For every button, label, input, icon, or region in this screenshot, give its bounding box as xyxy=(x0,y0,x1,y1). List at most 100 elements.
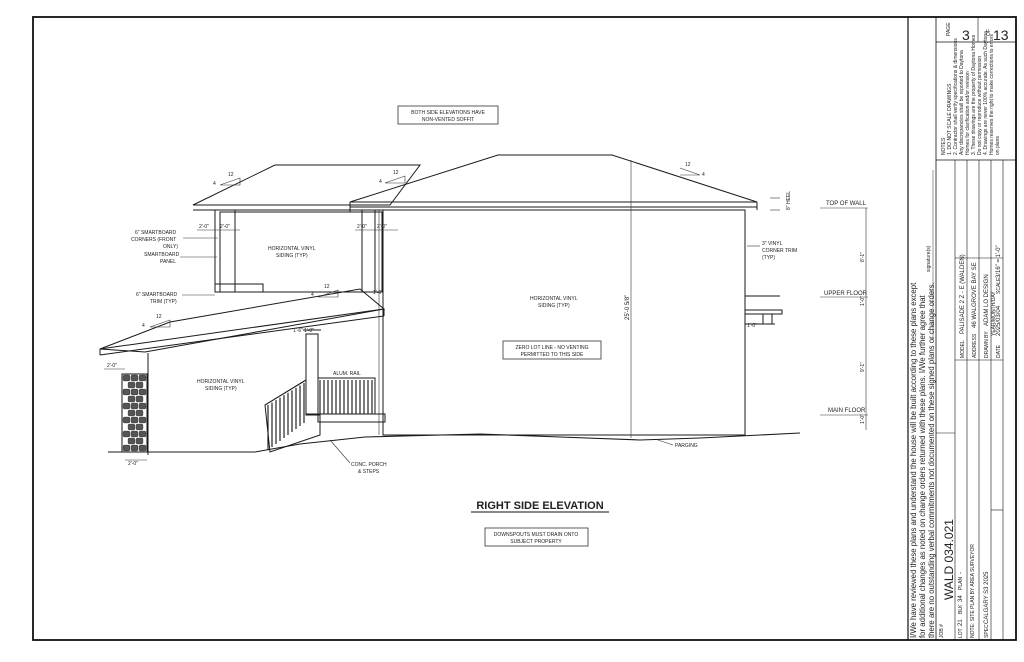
stone xyxy=(138,444,147,452)
svg-text:BOTH SIDE ELEVATIONS HAVE: BOTH SIDE ELEVATIONS HAVE xyxy=(411,110,485,116)
stone xyxy=(135,423,144,431)
svg-text:4: 4 xyxy=(379,179,382,185)
callout-vinyl-corner-3: (TYP) xyxy=(762,255,775,261)
callout-vinyl-corner-1: 3" VINYL xyxy=(762,241,783,247)
svg-text:4. Drawings are never 100% acc: 4. Drawings are never 100% accurate. As … xyxy=(983,31,989,155)
stone xyxy=(122,388,131,396)
site-note: NOTE: SITE PLAN BY AREA SURVEYOR xyxy=(970,544,976,638)
pitch-symbols: 4 12 4 12 4 12 4 12 4 12 xyxy=(142,162,705,329)
svg-text:2. Contractor shall verify spe: 2. Contractor shall verify specification… xyxy=(953,38,959,155)
stone xyxy=(127,395,136,403)
svg-text:3. These drawings are the prop: 3. These drawings are the property of Da… xyxy=(971,34,977,155)
svg-text:2'-0": 2'-0" xyxy=(199,224,209,230)
callout-alum-rail: ALUM. RAIL xyxy=(333,371,361,377)
svg-text:4: 4 xyxy=(311,292,314,298)
stone xyxy=(122,416,131,424)
scale-value: 3/16" = 1'-0" xyxy=(996,245,1002,278)
porch-roof xyxy=(99,288,386,353)
stone xyxy=(122,374,131,382)
callout-porch-2: & STEPS xyxy=(358,469,380,475)
stone xyxy=(127,437,136,445)
stone xyxy=(122,444,131,452)
stone xyxy=(130,402,139,410)
svg-text:DRAWN BY: DRAWN BY xyxy=(984,331,990,358)
of-label: OF xyxy=(986,29,992,36)
lot-number: 21 xyxy=(958,619,964,626)
callout-smartboard-corners-1: 6" SMARTBOARD xyxy=(135,230,177,236)
small-dimensions: 2'-0" 2'-0" 2'-0" 2'-0" 2'-0" 2'-0" 1'-0… xyxy=(104,224,757,467)
svg-text:1'-6": 1'-6" xyxy=(293,328,303,334)
svg-text:SUBJECT PROPERTY: SUBJECT PROPERTY xyxy=(510,539,562,545)
total-pages: 13 xyxy=(993,27,1009,43)
stone xyxy=(127,409,136,417)
callout-smartboard-corners-3: ONLY) xyxy=(163,244,178,250)
svg-text:YEAR/MONTH/DAY: YEAR/MONTH/DAY xyxy=(991,291,997,336)
svg-text:JOB #: JOB # xyxy=(939,624,945,638)
disclaimer-line-3: there are no outstanding verbal commitme… xyxy=(927,282,936,638)
disclaimer-line-1: I/We have reviewed these plans and under… xyxy=(909,282,918,638)
svg-text:PERMITTED TO THIS SIDE: PERMITTED TO THIS SIDE xyxy=(521,352,584,358)
callout-siding-main-2: SIDING (TYP) xyxy=(538,303,570,309)
svg-text:1'-0": 1'-0" xyxy=(373,290,383,296)
model-value: PALISADE 2 Z - E (WALDEN) xyxy=(960,254,966,334)
svg-text:Any discrepancies shall be rep: Any discrepancies shall be reported to D… xyxy=(959,50,965,155)
svg-text:12: 12 xyxy=(156,314,162,320)
house-elevation: 25'-0 5/8" TOP OF WALL UPPER FLOOR MAIN … xyxy=(99,105,868,547)
stone xyxy=(127,381,136,389)
callout-siding-upper-2: SIDING (TYP) xyxy=(276,253,308,259)
svg-text:1'-0": 1'-0" xyxy=(747,323,757,329)
date-value: 2025/03/04 xyxy=(996,305,1002,336)
level-joist-main: 1'-0" xyxy=(860,414,866,424)
main-block xyxy=(349,154,783,436)
callout-siding-lower-1: HORIZONTAL VINYL xyxy=(197,379,245,385)
callout-smartboard-panel-1: SMARTBOARD xyxy=(144,252,180,258)
level-top-of-wall: TOP OF WALL xyxy=(826,201,867,207)
svg-text:1. DO NOT SCALE DRAWINGS: 1. DO NOT SCALE DRAWINGS xyxy=(947,83,953,155)
stone xyxy=(138,388,147,396)
svg-text:2'-0": 2'-0" xyxy=(107,363,117,369)
svg-text:DATE: DATE xyxy=(996,344,1002,358)
svg-text:NON-VENTED SOFFIT: NON-VENTED SOFFIT xyxy=(422,117,474,123)
svg-text:LOT: LOT xyxy=(958,628,964,638)
level-upper-height: 8'-1" xyxy=(860,252,866,262)
stone xyxy=(130,374,139,382)
stone xyxy=(138,402,147,410)
stone xyxy=(130,416,139,424)
svg-text:12: 12 xyxy=(228,172,234,178)
callout-siding-main-1: HORIZONTAL VINYL xyxy=(530,296,578,302)
stone xyxy=(135,381,144,389)
svg-text:1'-0": 1'-0" xyxy=(304,328,314,334)
disclaimer-line-2: for additional changes as noted on chang… xyxy=(918,294,927,638)
svg-text:DOWNSPOUTS MUST DRAIN ONTO: DOWNSPOUTS MUST DRAIN ONTO xyxy=(494,532,579,538)
rail-balusters xyxy=(319,380,373,414)
svg-text:4: 4 xyxy=(702,172,705,178)
stone xyxy=(127,423,136,431)
callout-smartboard-corners-2: CORNERS (FRONT xyxy=(131,237,176,243)
level-upper-floor: UPPER FLOOR xyxy=(824,291,868,297)
height-dim: 25'-0 5/8" xyxy=(625,295,631,320)
drawing-title: RIGHT SIDE ELEVATION xyxy=(476,500,603,512)
stone xyxy=(122,402,131,410)
svg-text:2'-0": 2'-0" xyxy=(220,224,230,230)
stone xyxy=(122,430,131,438)
callout-smartboard-trim-2: TRIM (TYP) xyxy=(150,299,177,305)
svg-text:Homes for clarification and/or: Homes for clarification and/or revision xyxy=(965,71,971,155)
upper-left-block xyxy=(192,164,421,293)
callout-parging: PARGING xyxy=(675,443,698,449)
svg-text:MODEL: MODEL xyxy=(960,340,966,358)
notes-title: NOTES xyxy=(941,137,947,155)
sheet-border xyxy=(32,16,1017,641)
spec-value: CALGARY S3 2025 xyxy=(984,571,990,624)
svg-text:12: 12 xyxy=(324,284,330,290)
stone xyxy=(135,437,144,445)
svg-text:ZERO LOT LINE - NO VENTING: ZERO LOT LINE - NO VENTING xyxy=(516,345,589,351)
stone xyxy=(138,374,147,382)
callout-siding-upper-1: HORIZONTAL VINYL xyxy=(268,246,316,252)
callout-smartboard-panel-2: PANEL xyxy=(160,259,176,265)
address-value: 46 WALGROVE BAY SE xyxy=(972,262,978,328)
block-number: 34 xyxy=(958,595,964,602)
callout-siding-lower-2: SIDING (TYP) xyxy=(205,386,237,392)
page-label: PAGE xyxy=(946,22,952,36)
svg-text:on plans: on plans xyxy=(995,136,1001,155)
